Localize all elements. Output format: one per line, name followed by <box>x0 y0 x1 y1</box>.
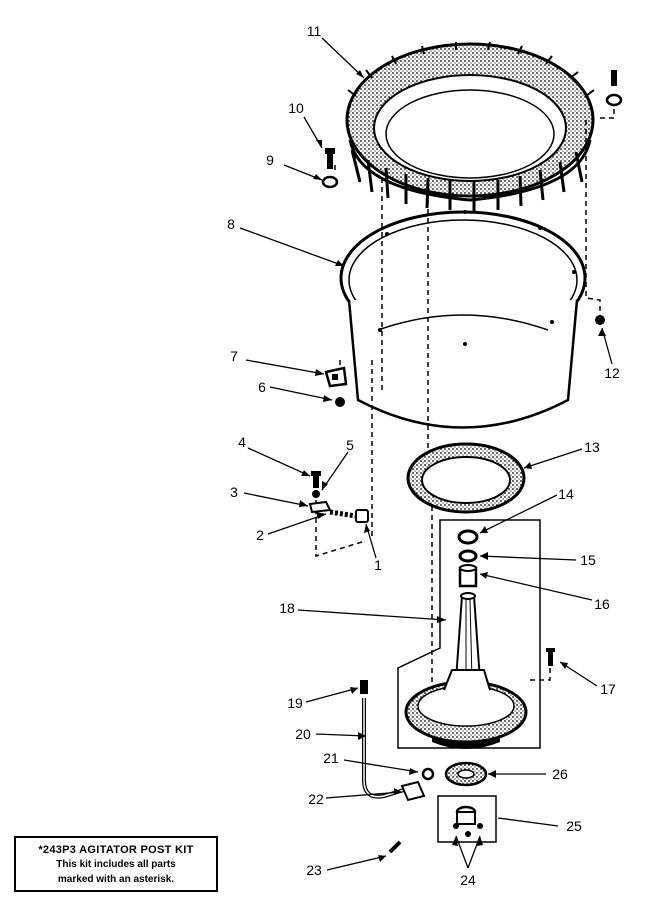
bushing-16 <box>458 564 478 588</box>
hub-25 <box>437 795 497 843</box>
callout-19: 19 <box>287 695 303 711</box>
washer-5 <box>312 490 320 498</box>
callout-26: 26 <box>552 766 568 782</box>
callout-23: 23 <box>306 862 322 878</box>
tub <box>339 210 587 429</box>
callout-9: 9 <box>266 152 274 168</box>
callout-4: 4 <box>238 434 246 450</box>
callout-16: 16 <box>594 596 610 612</box>
callout-18: 18 <box>279 600 295 616</box>
screw-4 <box>311 471 321 488</box>
callout-15: 15 <box>580 552 596 568</box>
callout-25: 25 <box>566 818 582 834</box>
nut-6 <box>335 397 345 407</box>
screw-17 <box>546 648 555 666</box>
callout-1: 1 <box>374 557 382 573</box>
kit-note-title: *243P3 AGITATOR POST KIT <box>38 844 194 856</box>
bracket-3 <box>308 500 332 514</box>
screw-10 <box>325 148 335 169</box>
screw-right-top <box>605 70 623 107</box>
callout-14: 14 <box>558 486 574 502</box>
arrowheads <box>299 70 606 862</box>
kit-note-box: *243P3 AGITATOR POST KIT This kit includ… <box>14 836 218 892</box>
callout-22: 22 <box>308 791 324 807</box>
seal-ring <box>406 442 526 514</box>
agitator-post-assembly <box>397 519 541 749</box>
callout-17: 17 <box>600 681 616 697</box>
cap-1 <box>355 509 369 523</box>
spring-2 <box>329 509 357 519</box>
nut-12 <box>595 315 605 325</box>
callout-21: 21 <box>323 750 339 766</box>
washer-15 <box>458 549 478 563</box>
callout-13: 13 <box>584 439 600 455</box>
washer-9 <box>321 175 339 189</box>
callout-10: 10 <box>288 100 304 116</box>
callout-12: 12 <box>604 365 620 381</box>
leader-lines <box>239 37 613 871</box>
clip-7 <box>324 366 348 388</box>
callout-24: 24 <box>460 872 476 888</box>
tub-ring <box>345 41 595 211</box>
callout-7: 7 <box>230 348 238 364</box>
kit-note-line-2: marked with an asterisk. <box>57 874 175 885</box>
gasket-26 <box>444 761 488 787</box>
callout-5: 5 <box>346 437 354 453</box>
alignment-lines <box>315 108 615 700</box>
kit-note-line-1: This kit includes all parts <box>56 859 176 870</box>
callout-6: 6 <box>258 379 266 395</box>
callout-11: 11 <box>307 23 322 39</box>
callout-8: 8 <box>227 216 235 232</box>
callout-20: 20 <box>295 726 311 742</box>
callout-labels: 11 10 9 8 7 6 12 4 5 3 2 1 13 14 15 16 1… <box>227 23 620 888</box>
callout-3: 3 <box>230 484 238 500</box>
callout-2: 2 <box>256 527 264 543</box>
seal-14 <box>457 529 479 545</box>
